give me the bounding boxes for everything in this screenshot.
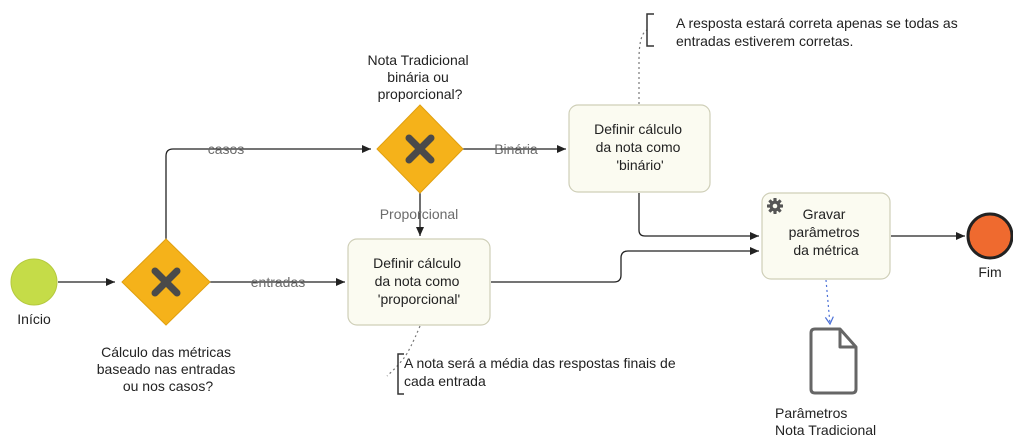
association-top-annotation: [638, 29, 648, 104]
task-define-proportional[interactable]: Definir cálculo da nota como 'proporcion…: [347, 238, 491, 326]
text-annotation-top[interactable]: A resposta estará correta apenas se toda…: [646, 13, 962, 49]
document-icon: [809, 327, 858, 395]
flow-binary-to-save: [638, 193, 759, 240]
task-save-parameters[interactable]: Gravar parâmetros da métrica: [761, 192, 891, 280]
task-save-parameters-label: Gravar parâmetros da métrica: [789, 206, 864, 258]
start-event[interactable]: [10, 258, 58, 306]
x-icon: [151, 267, 181, 297]
gateway-metrics[interactable]: [121, 238, 211, 326]
association-data-object: [824, 279, 834, 326]
x-icon: [405, 134, 435, 164]
end-event[interactable]: [966, 212, 1013, 260]
flow-casos: [165, 145, 371, 240]
gear-icon: [767, 198, 783, 214]
gateway-grade-type[interactable]: [376, 104, 464, 194]
flow-proportional-to-save: [491, 247, 759, 283]
gateway-metrics-label: Cálculo das métricas baseado nas entrada…: [97, 344, 239, 394]
gateway-grade-label: Nota Tradicional binária ou proporcional…: [367, 52, 472, 102]
annotation-top-text: A resposta estará correta apenas se toda…: [676, 15, 962, 49]
association-bottom-annotation: [386, 325, 421, 377]
task-define-binary[interactable]: Definir cálculo da nota como 'binário': [568, 104, 711, 193]
data-object-label: Parâmetros Nota Tradicional: [775, 405, 876, 438]
task-define-binary-label: Definir cálculo da nota como 'binário': [594, 121, 686, 173]
annotation-bottom-text: A nota será a média das respostas finais…: [404, 355, 680, 389]
end-event-label: Fim: [978, 264, 1001, 280]
text-annotation-bottom[interactable]: A nota será a média das respostas finais…: [397, 353, 680, 395]
flow-label-entradas: entradas: [251, 274, 305, 290]
data-object-parameters[interactable]: [809, 327, 858, 395]
task-define-proportional-label: Definir cálculo da nota como 'proporcion…: [373, 255, 465, 307]
start-event-label: Início: [17, 311, 51, 327]
flow-label-proporcional: Proporcional: [380, 206, 459, 222]
flow-label-binaria: Binária: [494, 141, 538, 157]
flow-label-casos: casos: [208, 141, 245, 157]
